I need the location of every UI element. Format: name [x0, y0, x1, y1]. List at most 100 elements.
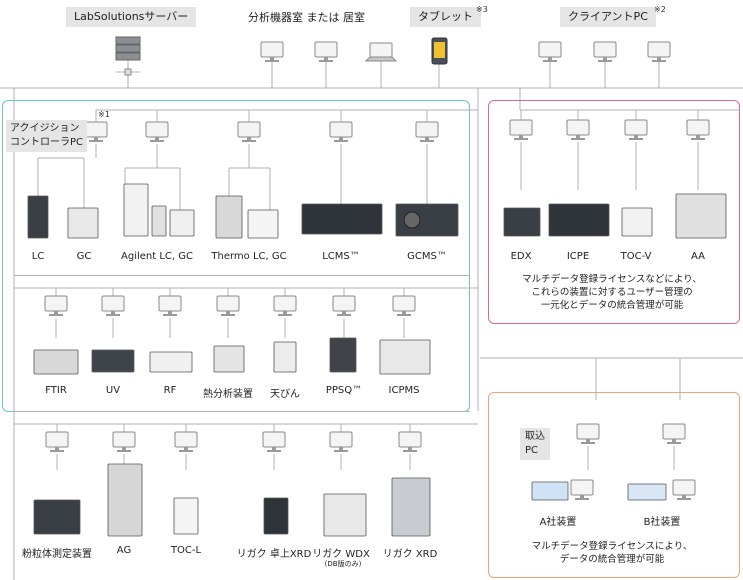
thermo-lc-icon: [215, 195, 243, 239]
server-unit-1: [115, 36, 141, 45]
monitor-neck: [548, 57, 552, 60]
thermo-gc-icon: [247, 209, 279, 239]
acquisition-monitor-icon: [44, 295, 68, 316]
monitor-base: [677, 498, 691, 500]
room-monitor-icon: [314, 41, 338, 62]
agilent-gc-icon: [151, 205, 167, 237]
intake-pc-tag: 取込 PC: [520, 428, 550, 460]
monitor-neck: [324, 57, 328, 60]
monitor-base: [652, 60, 666, 62]
label-tocv: TOC-V: [620, 251, 652, 262]
acquisition-monitor-icon: [216, 295, 240, 316]
acquisition-tag-line1: アクイジション: [10, 123, 80, 134]
acquisition-monitor-icon: [329, 121, 353, 142]
icpms-instrument-icon: [379, 339, 431, 375]
label-wdx: リガク WDX: [312, 549, 370, 560]
acquisition-monitor-icon: [145, 121, 169, 142]
powder-tester-icon: [33, 499, 81, 535]
monitor-screen: [260, 41, 284, 58]
desktop-xrd-icon: [263, 497, 289, 535]
lcms-instrument-icon: [301, 203, 383, 235]
acquisition-monitor-icon: [174, 431, 198, 452]
monitor-neck: [155, 137, 159, 140]
monitor-screen: [262, 431, 286, 448]
monitor-neck: [283, 311, 287, 314]
gc-instrument-icon: [67, 207, 99, 239]
monitor-neck: [342, 311, 346, 314]
device-icons: [27, 36, 727, 537]
acquisition-tag: アクイジション コントローラPC: [6, 120, 88, 152]
monitor-base: [337, 314, 351, 316]
label-thermo: Thermo LC, GC: [211, 251, 287, 262]
monitor-base: [514, 138, 528, 140]
client-monitor-icon: [593, 41, 617, 62]
monitor-base: [403, 450, 417, 452]
monitor-neck: [54, 311, 58, 314]
monitor-neck: [226, 311, 230, 314]
monitor-neck: [168, 311, 172, 314]
monitor-base: [575, 498, 589, 500]
label-company-a: A社装置: [539, 517, 577, 528]
wdx-instrument-icon: [323, 493, 367, 537]
company-a-instrument-icon: [531, 481, 569, 501]
uv-instrument-icon: [91, 349, 135, 373]
monitor-base: [397, 314, 411, 316]
monitor-neck: [576, 135, 580, 138]
monitor-base: [117, 450, 131, 452]
server-unit-3: [115, 52, 141, 61]
icpe-instrument-icon: [548, 203, 610, 237]
room-laptop-icon: [364, 42, 398, 62]
monitor-neck: [122, 447, 126, 450]
acquisition-tag-line2: コントローラPC: [10, 137, 84, 148]
label-rf: RF: [163, 385, 177, 396]
company-b-monitor-icon: [672, 479, 696, 500]
acquisition-monitor-icon: [415, 121, 439, 142]
monitor-neck: [55, 447, 59, 450]
company-b-instrument-icon: [627, 483, 667, 501]
edx-instrument-icon: [503, 207, 541, 237]
room-monitor-icon: [260, 41, 284, 62]
monitor-base: [629, 138, 643, 140]
agilent-lc-icon: [123, 183, 149, 237]
aa-instrument-icon: [675, 193, 727, 239]
multi-data-desc-line2: これらの装置に対するユーザー管理の: [531, 287, 693, 298]
monitor-base: [334, 140, 348, 142]
label-company-b: B社装置: [643, 517, 681, 528]
monitor-base: [150, 140, 164, 142]
monitor-screen: [647, 41, 671, 58]
client-note: ※2: [654, 5, 666, 14]
multi-data-description: マルチデータ登録ライセンスなどにより、 これらの装置に対するユーザー管理の 一元…: [522, 273, 702, 312]
monitor-neck: [94, 137, 98, 140]
intake-desc-line1: マルチデータ登録ライセンスにより、: [531, 541, 693, 552]
label-wdx-sub: (DB版のみ): [324, 560, 362, 568]
monitor-neck: [184, 447, 188, 450]
laptop-screen: [369, 42, 393, 58]
xrd-instrument-icon: [391, 477, 431, 537]
lc-instrument-icon: [27, 195, 49, 239]
monitor-neck: [519, 135, 523, 138]
monitor-neck: [247, 137, 251, 140]
monitor-base: [89, 140, 103, 142]
label-thermal: 熱分析装置: [203, 389, 253, 400]
multi-data-desc-line1: マルチデータ登録ライセンスなどにより、: [522, 274, 702, 285]
server-unit-2: [115, 44, 141, 53]
label-tocl: TOC-L: [170, 545, 202, 556]
monitor-neck: [425, 137, 429, 140]
client-monitor-icon: [538, 41, 562, 62]
monitor-screen: [174, 431, 198, 448]
intake-monitor-icon: [662, 423, 686, 444]
acquisition-monitor-icon: [45, 431, 69, 452]
monitor-base: [420, 140, 434, 142]
ag-tester-icon: [107, 463, 143, 537]
monitor-base: [581, 442, 595, 444]
acquisition-monitor-icon: [262, 431, 286, 452]
label-gc: GC: [76, 251, 92, 262]
panel-divider-1: [14, 275, 470, 276]
monitor-screen: [593, 41, 617, 58]
label-uv: UV: [105, 385, 121, 396]
acquisition-monitor-icon: [624, 119, 648, 140]
monitor-neck: [111, 311, 115, 314]
server-icon: [115, 36, 141, 61]
acquisition-monitor-icon: [566, 119, 590, 140]
monitor-base: [278, 314, 292, 316]
